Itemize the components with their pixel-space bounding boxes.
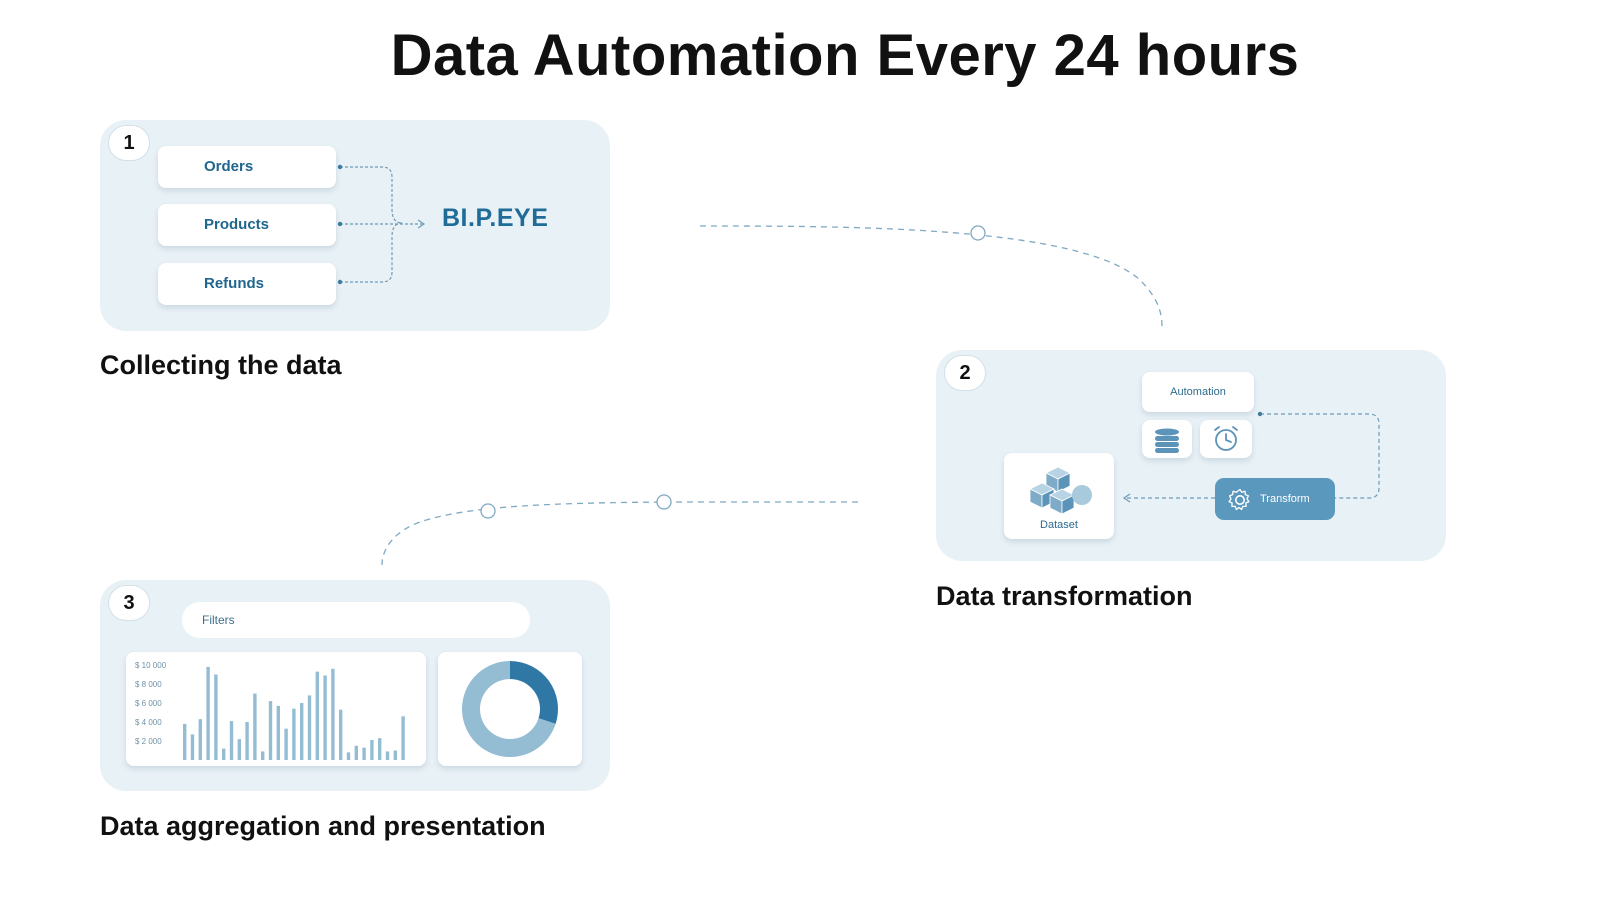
automation-box: Automation (1142, 372, 1254, 412)
bar (245, 722, 249, 760)
bar (385, 751, 390, 760)
step-number-3: 3 (108, 585, 150, 621)
source-bracket (337, 164, 426, 285)
bar (401, 716, 405, 760)
bar (339, 709, 343, 760)
y-tick-label: $ 10 000 (135, 661, 167, 670)
bar (261, 751, 265, 760)
bar (198, 719, 202, 760)
aggregation-panel: 3 Filters $ 10 000$ 8 000$ 6 000$ 4 000$… (100, 580, 610, 791)
y-tick-label: $ 2 000 (135, 737, 162, 746)
bar (323, 675, 327, 760)
bar (354, 745, 358, 760)
bar (276, 705, 280, 760)
filters-field: Filters (182, 602, 530, 638)
bar (362, 747, 366, 760)
donut-slice (462, 661, 556, 757)
transformation-panel: 2 Automation Transform (936, 350, 1446, 561)
connector-node (970, 225, 986, 241)
transform-button: Transform (1215, 478, 1335, 520)
bipeye-logo: BI.P.EYE (442, 204, 549, 232)
caption-collecting: Collecting the data (100, 350, 342, 380)
dataset-box: Dataset (1004, 453, 1114, 539)
source-refunds: Refunds (158, 263, 336, 305)
bar (284, 728, 288, 760)
bar (222, 748, 226, 760)
bar (315, 671, 319, 760)
bar (268, 701, 273, 760)
connector-node (656, 494, 672, 510)
dataset-label: Dataset (1040, 519, 1078, 531)
bar-chart-card: $ 10 000 $ 8 000 $ 6 000 $ 4 000 $ 2 000 (126, 652, 426, 766)
bar (190, 734, 195, 760)
donut-chart (462, 661, 558, 757)
collecting-panel: 1 Orders Products Refunds BI.P.EYE (100, 120, 610, 331)
caption-transformation: Data transformation (936, 581, 1193, 611)
bar-chart: $ 10 000 $ 8 000 $ 6 000 $ 4 000 $ 2 000 (135, 661, 405, 760)
bar (378, 738, 382, 760)
source-products: Products (158, 204, 336, 246)
bar (300, 703, 304, 760)
bar (393, 750, 397, 760)
y-tick-label: $ 4 000 (135, 718, 162, 727)
connector-2-to-3 (381, 501, 858, 566)
bar (237, 739, 241, 760)
gear-icon (1228, 488, 1250, 511)
step-number-1: 1 (108, 125, 150, 161)
page-title: Data Automation Every 24 hours (390, 23, 1300, 88)
donut-slice (510, 661, 558, 724)
step-number-2: 2 (944, 355, 986, 391)
bar (307, 695, 312, 760)
bar (253, 693, 257, 760)
bar (229, 721, 234, 760)
connector-1-to-2 (699, 225, 1163, 329)
bar (214, 674, 218, 760)
y-tick-label: $ 6 000 (135, 699, 162, 708)
bar (183, 723, 187, 760)
transform-flow (1122, 411, 1380, 503)
source-orders: Orders (158, 146, 336, 188)
database-icon (1142, 420, 1192, 458)
connector-node (480, 503, 496, 519)
bar (370, 740, 374, 760)
bar (206, 666, 210, 760)
caption-aggregation: Data aggregation and presentation (100, 811, 546, 841)
bar (331, 668, 335, 760)
bar (346, 752, 351, 760)
transform-label: Transform (1260, 493, 1310, 505)
y-tick-label: $ 8 000 (135, 680, 162, 689)
bar (292, 708, 296, 760)
donut-chart-card (438, 652, 582, 766)
cubes-icon (1029, 466, 1092, 515)
alarm-clock-icon (1200, 420, 1252, 458)
